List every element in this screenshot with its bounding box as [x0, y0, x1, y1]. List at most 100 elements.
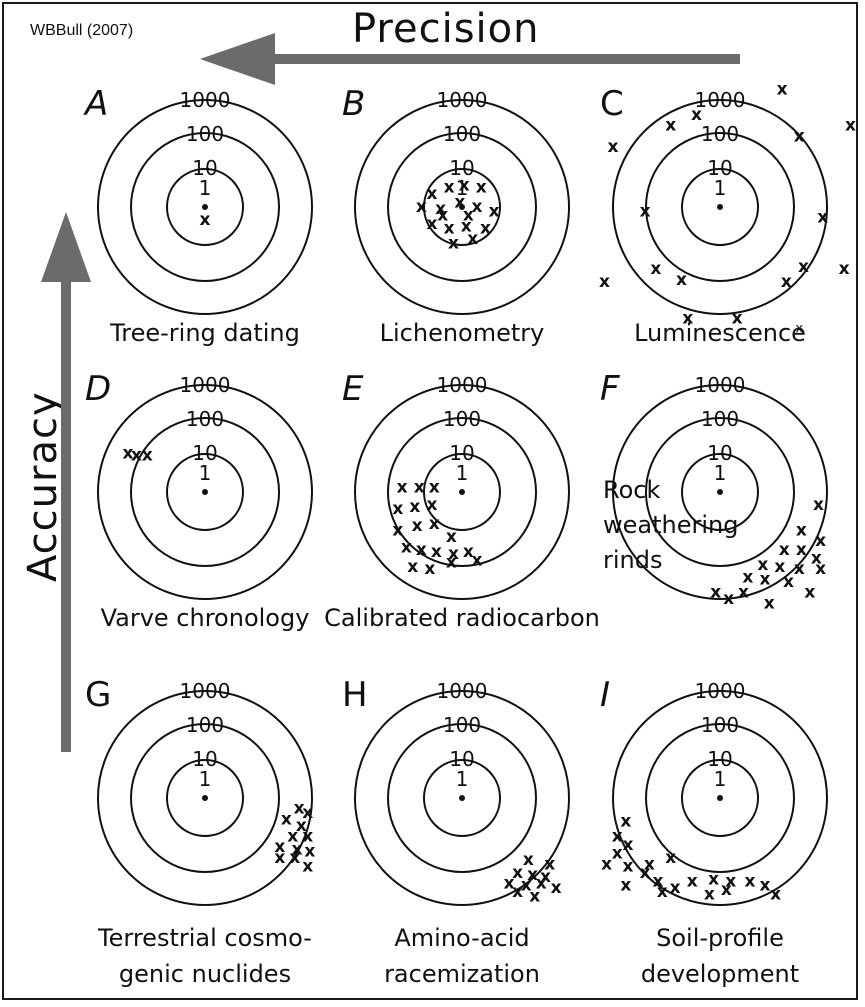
ring-label: 1 — [199, 461, 212, 485]
panel-letter: H — [342, 675, 368, 715]
date-mark: x — [435, 199, 446, 219]
ring-label: 1000 — [695, 679, 746, 703]
date-mark: x — [813, 495, 824, 515]
date-mark: x — [529, 886, 540, 906]
target-ring — [423, 168, 501, 246]
method-label: Rock — [603, 476, 660, 504]
date-mark: x — [774, 557, 785, 577]
date-mark: x — [811, 548, 822, 568]
ring-label: 1000 — [437, 88, 488, 112]
date-mark: x — [815, 559, 826, 579]
bullseye-dot — [717, 204, 723, 210]
date-mark: x — [691, 105, 702, 125]
date-mark: x — [461, 216, 472, 236]
ring-label: 1000 — [180, 88, 231, 112]
date-mark: x — [281, 809, 292, 829]
ring-label: 1 — [714, 176, 727, 200]
date-mark: x — [304, 842, 315, 862]
date-mark: x — [454, 193, 465, 213]
date-mark: x — [744, 871, 755, 891]
date-mark: x — [794, 559, 805, 579]
date-mark: x — [710, 583, 721, 603]
date-mark: x — [448, 233, 459, 253]
date-mark: x — [779, 540, 790, 560]
date-mark: x — [676, 270, 687, 290]
date-mark: x — [446, 527, 457, 547]
date-mark: x — [412, 516, 423, 536]
ring-label: 100 — [186, 122, 224, 146]
date-mark: x — [794, 126, 805, 146]
date-mark: x — [397, 478, 408, 498]
bullseye-dot — [202, 204, 208, 210]
ring-label: 1000 — [437, 679, 488, 703]
target-ring — [354, 384, 570, 600]
date-mark: x — [471, 197, 482, 217]
date-mark: x — [427, 495, 438, 515]
date-mark: x — [640, 201, 651, 221]
target-ring — [645, 417, 795, 567]
ring-label: 1000 — [180, 373, 231, 397]
date-mark: x — [759, 876, 770, 896]
date-mark: x — [839, 259, 850, 279]
panel-letter: F — [600, 369, 620, 409]
target-ring — [166, 168, 244, 246]
target-ring — [97, 99, 313, 315]
target-ring — [166, 759, 244, 837]
date-mark: x — [796, 540, 807, 560]
date-mark: x — [804, 583, 815, 603]
target-ring — [97, 384, 313, 600]
target-ring — [645, 723, 795, 873]
ring-label: 100 — [701, 122, 739, 146]
date-mark: x — [463, 542, 474, 562]
ring-label: 10 — [449, 441, 474, 465]
date-mark: x — [599, 272, 610, 292]
bullseye-dot — [202, 489, 208, 495]
date-mark: x — [512, 863, 523, 883]
bullseye-dot — [202, 795, 208, 801]
date-mark: x — [407, 557, 418, 577]
date-mark: x — [845, 116, 856, 136]
ring-label: 1 — [199, 767, 212, 791]
date-mark: x — [622, 856, 633, 876]
date-mark: x — [274, 837, 285, 857]
date-mark: x — [608, 137, 619, 157]
date-mark: x — [742, 568, 753, 588]
ring-label: 1 — [456, 767, 469, 791]
date-mark: x — [142, 446, 153, 466]
date-mark: x — [795, 321, 803, 336]
date-mark: x — [796, 521, 807, 541]
date-mark: x — [757, 555, 768, 575]
date-mark: x — [292, 839, 303, 859]
method-label: development — [641, 960, 799, 988]
date-mark: x — [723, 589, 734, 609]
method-label: weathering — [603, 511, 738, 539]
ring-label: 1000 — [695, 88, 746, 112]
date-mark: x — [274, 848, 285, 868]
date-mark: x — [759, 570, 770, 590]
date-mark: x — [414, 478, 425, 498]
date-mark: x — [463, 206, 474, 226]
date-mark: x — [471, 550, 482, 570]
bullseye-dot — [459, 204, 465, 210]
ring-label: 100 — [186, 713, 224, 737]
ring-label: 1000 — [695, 373, 746, 397]
date-mark: x — [512, 882, 523, 902]
method-label: Lichenometry — [380, 319, 545, 347]
panel-letter: I — [600, 675, 610, 715]
date-mark: x — [302, 827, 313, 847]
ring-label: 10 — [707, 441, 732, 465]
date-mark: x — [429, 514, 440, 534]
date-mark: x — [122, 443, 133, 463]
date-mark: x — [446, 553, 457, 573]
date-mark: x — [427, 214, 438, 234]
date-mark: x — [296, 816, 307, 836]
target-ring — [387, 723, 537, 873]
